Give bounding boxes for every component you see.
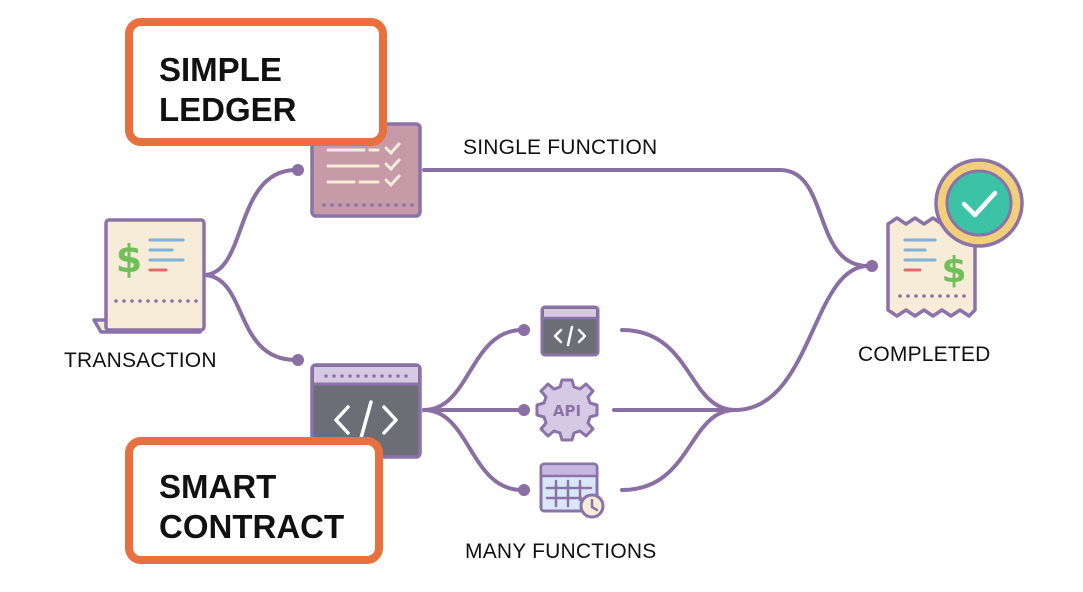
smart-contract-box: SMART CONTRACT (125, 437, 383, 564)
dot-api-in (518, 404, 530, 416)
dot-contract-in (292, 354, 304, 366)
receipt-dollar-icon: $ (92, 218, 206, 334)
smart-contract-title-line2: CONTRACT (159, 508, 345, 545)
check-badge-icon (934, 158, 1024, 248)
calendar-clock-icon (539, 462, 605, 519)
connector-single-function (422, 168, 870, 268)
connector-many-function (733, 264, 870, 412)
connector-dots (292, 164, 878, 496)
connector-code-merge (620, 328, 737, 412)
dot-schedule-in (518, 484, 530, 496)
transaction-label: TRANSACTION (64, 349, 217, 372)
api-gear-icon: API (535, 378, 599, 442)
dollar-icon: $ (941, 250, 966, 291)
dot-code-in (518, 324, 530, 336)
completed-label: COMPLETED (858, 343, 991, 366)
code-window-icon (310, 363, 422, 459)
connector-transaction-ledger (203, 168, 298, 277)
many-functions-label: MANY FUNCTIONS (465, 540, 657, 563)
connector-transaction-contract (203, 273, 298, 362)
simple-ledger-title-line1: SIMPLE (159, 51, 282, 88)
single-function-label: SINGLE FUNCTION (463, 136, 658, 159)
dot-ledger-in (292, 164, 304, 176)
api-text: API (553, 402, 581, 420)
code-window-small-icon (540, 305, 600, 357)
receipt-check-icon: $ (886, 158, 1024, 318)
simple-ledger-title-line2: LEDGER (159, 91, 297, 128)
simple-ledger-box: SIMPLE LEDGER (125, 18, 387, 146)
dot-completed-in (866, 260, 878, 272)
smart-contract-title-line1: SMART (159, 468, 277, 505)
connectors (203, 168, 870, 492)
connector-contract-code (422, 328, 524, 412)
connector-schedule-merge (620, 408, 737, 492)
dollar-icon: $ (116, 237, 142, 281)
connector-contract-schedule (422, 408, 524, 492)
